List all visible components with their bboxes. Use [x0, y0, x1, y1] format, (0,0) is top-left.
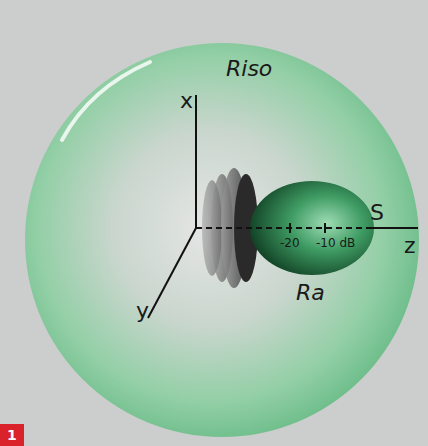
point-label: S	[370, 202, 384, 224]
sphere-label: Riso	[226, 58, 272, 80]
axis-label: z	[404, 235, 416, 257]
axis-label: y	[136, 300, 149, 322]
callout-number: 1	[0, 424, 24, 446]
tick-label: -10 dB	[316, 237, 355, 249]
axis-label: x	[180, 90, 193, 112]
tick-label: -20	[280, 237, 300, 249]
pattern-label: Ra	[296, 282, 325, 304]
isotropic-sphere	[25, 43, 419, 437]
sphere-highlight	[62, 62, 150, 140]
axes	[148, 95, 418, 318]
